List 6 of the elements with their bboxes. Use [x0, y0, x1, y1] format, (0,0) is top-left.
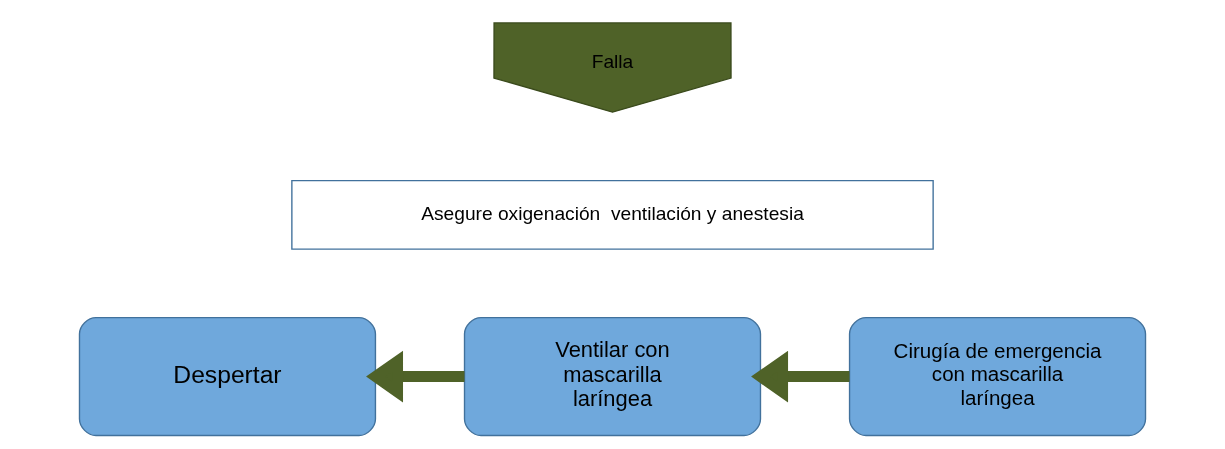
node-box: Cirugía de emergencia con mascarilla laríngea — [848, 317, 1147, 437]
node-box: Asegure oxigenación ventilación y anestesia — [291, 179, 934, 250]
arrow — [366, 350, 465, 403]
node-box: Ventilar con mascarilla laríngea — [463, 317, 762, 437]
node-box: Despertar — [78, 317, 377, 437]
arrow — [751, 350, 850, 403]
